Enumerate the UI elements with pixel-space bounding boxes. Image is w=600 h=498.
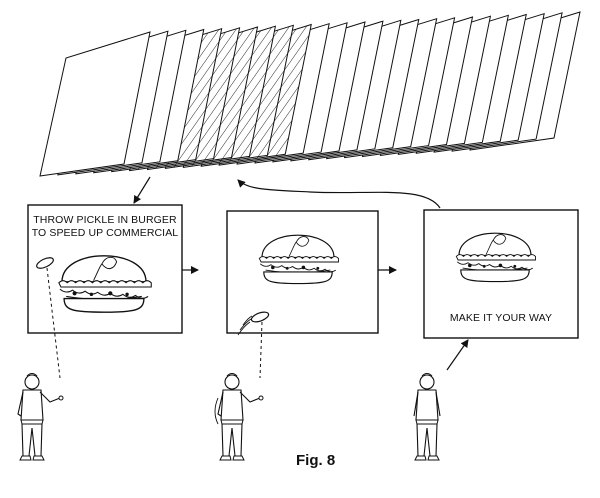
panel-throw-pickle [27, 204, 183, 334]
video-frame-strip [39, 11, 581, 177]
panel-make-it-your-way [423, 209, 579, 339]
pickle-icon [36, 257, 54, 269]
figure-label: Fig. 8 [296, 452, 336, 469]
instruction-line-1: THROW PICKLE IN BURGER [33, 214, 177, 226]
arrow-icon [237, 179, 441, 209]
person-icon [17, 372, 64, 461]
arrow-icon [446, 339, 469, 371]
panel-caption: MAKE IT YOUR WAY [449, 312, 553, 324]
frame [39, 31, 151, 177]
arrow-icon [133, 176, 151, 204]
panel-pickle-thrown [226, 210, 379, 336]
person-icon [217, 372, 264, 461]
instruction-line-2: TO SPEED UP COMMERCIAL [31, 227, 179, 239]
panel-instruction-text: THROW PICKLE IN BURGER TO SPEED UP COMME… [28, 214, 182, 240]
pickle-icon [237, 311, 270, 336]
person-icon [413, 373, 441, 461]
